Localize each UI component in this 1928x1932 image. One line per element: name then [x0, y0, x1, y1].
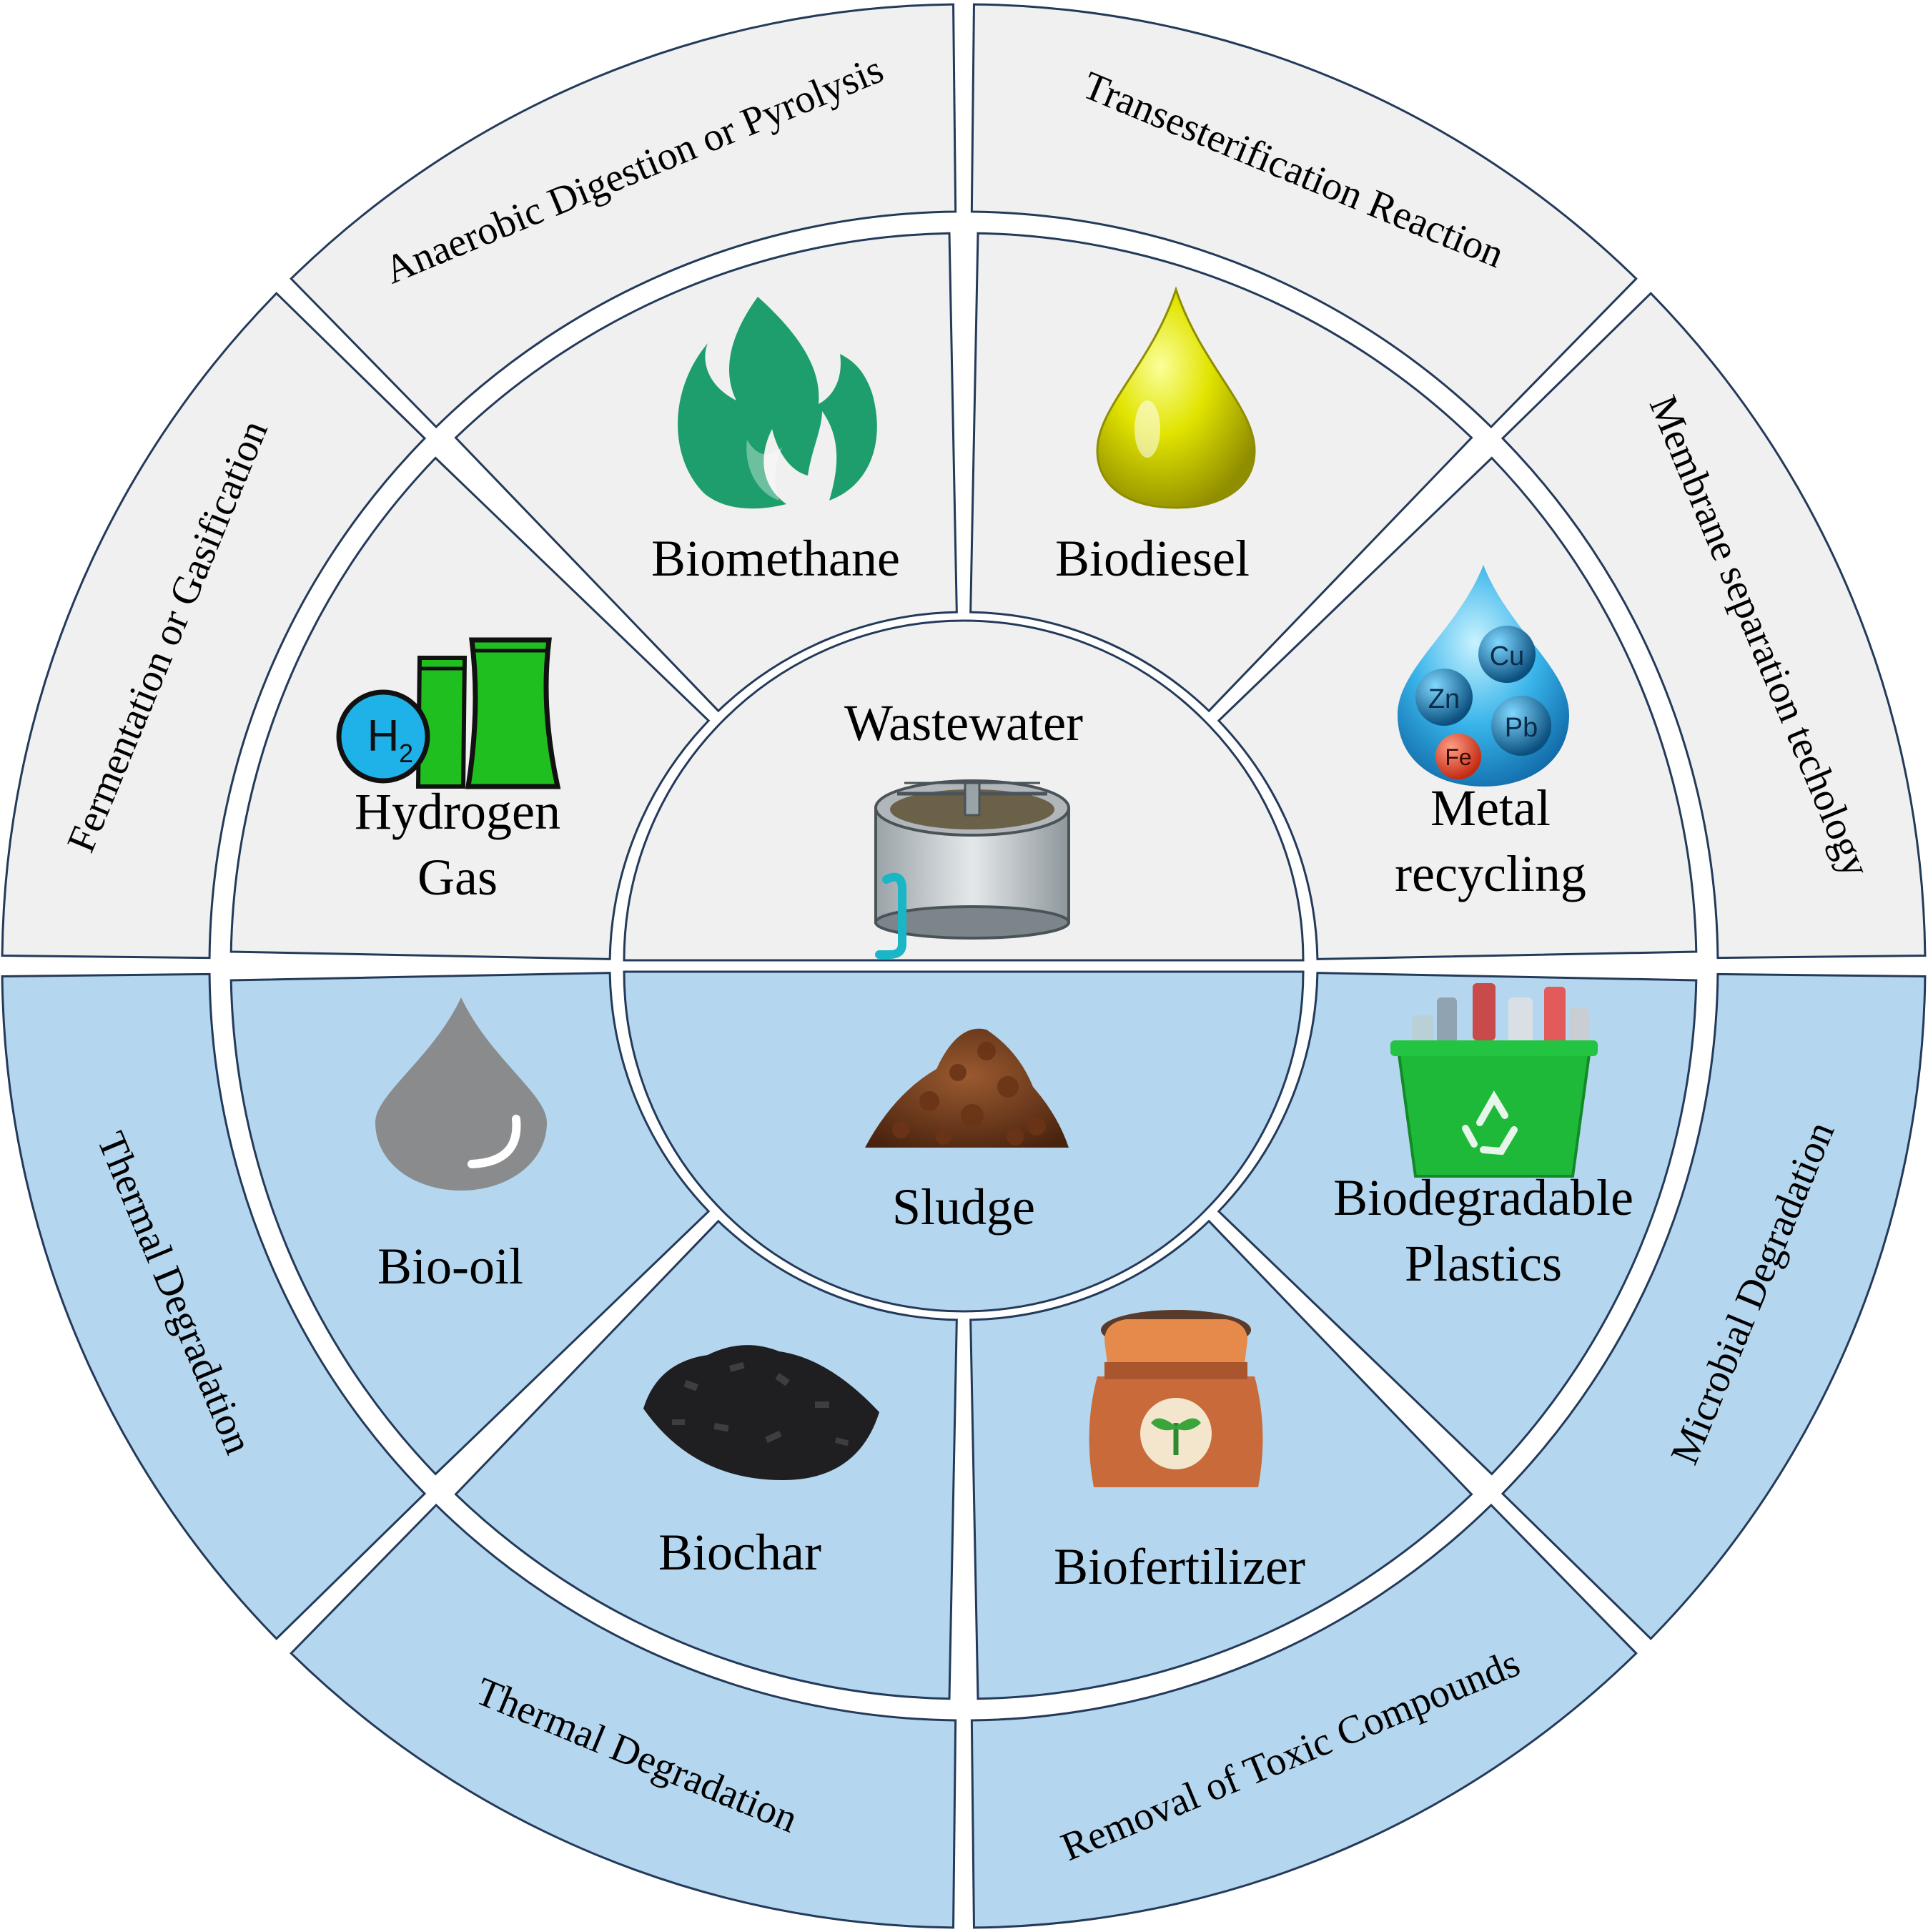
flame-icon — [678, 297, 877, 509]
outer-ring-segment — [1, 972, 427, 1640]
product-icons: H 2 Cu Zn Pb Fe — [336, 286, 1598, 1487]
outer-ring-segment — [1501, 972, 1927, 1640]
inner-ring-label: Gas — [417, 849, 498, 906]
inner-ring-label: Metal — [1430, 779, 1551, 837]
svg-text:Fe: Fe — [1445, 744, 1471, 770]
outer-ring-segment — [1, 292, 427, 960]
inner-ring-label: Plastics — [1405, 1235, 1562, 1292]
inner-ring-label: recycling — [1395, 845, 1586, 902]
outer-ring-segment — [290, 3, 957, 429]
inner-ring-label: Biodiesel — [1055, 530, 1250, 587]
inner-ring-label: Biomethane — [651, 530, 900, 587]
sludge-pile-icon — [865, 1028, 1069, 1148]
inner-ring-label: Biodegradable — [1333, 1169, 1633, 1226]
plastic-recycling-bin-icon — [1390, 983, 1598, 1178]
biochar-pile-icon — [643, 1345, 879, 1480]
svg-text:Cu: Cu — [1490, 641, 1525, 671]
outer-ring-segment — [290, 1503, 957, 1929]
inner-ring-segment — [229, 456, 711, 960]
inner-ring-label: Hydrogen — [355, 783, 560, 840]
clarifier-tank-icon — [874, 779, 1070, 959]
outer-ring-segment — [970, 3, 1638, 429]
svg-text:Pb: Pb — [1505, 713, 1538, 743]
center-top-label: Wastewater — [844, 694, 1083, 751]
bio-oil-drop-icon — [375, 997, 547, 1191]
svg-text:H: H — [367, 711, 400, 761]
center-bottom-label: Sludge — [892, 1178, 1035, 1236]
inner-ring-label: Bio-oil — [377, 1238, 523, 1295]
oil-drop-icon — [1096, 286, 1256, 509]
metal-ions-drop-icon: Cu Zn Pb Fe — [1398, 565, 1569, 787]
outer-ring-segment — [1501, 292, 1927, 960]
inner-ring-label: Biofertilizer — [1054, 1538, 1305, 1595]
hydrogen-plant-icon: H 2 — [336, 637, 561, 789]
fertilizer-sack-icon — [1089, 1310, 1263, 1487]
inner-ring-segment — [229, 972, 711, 1476]
svg-text:Zn: Zn — [1428, 684, 1460, 714]
outer-ring-segment — [970, 1503, 1638, 1929]
inner-ring-label: Biochar — [658, 1524, 821, 1581]
svg-text:2: 2 — [399, 739, 413, 768]
